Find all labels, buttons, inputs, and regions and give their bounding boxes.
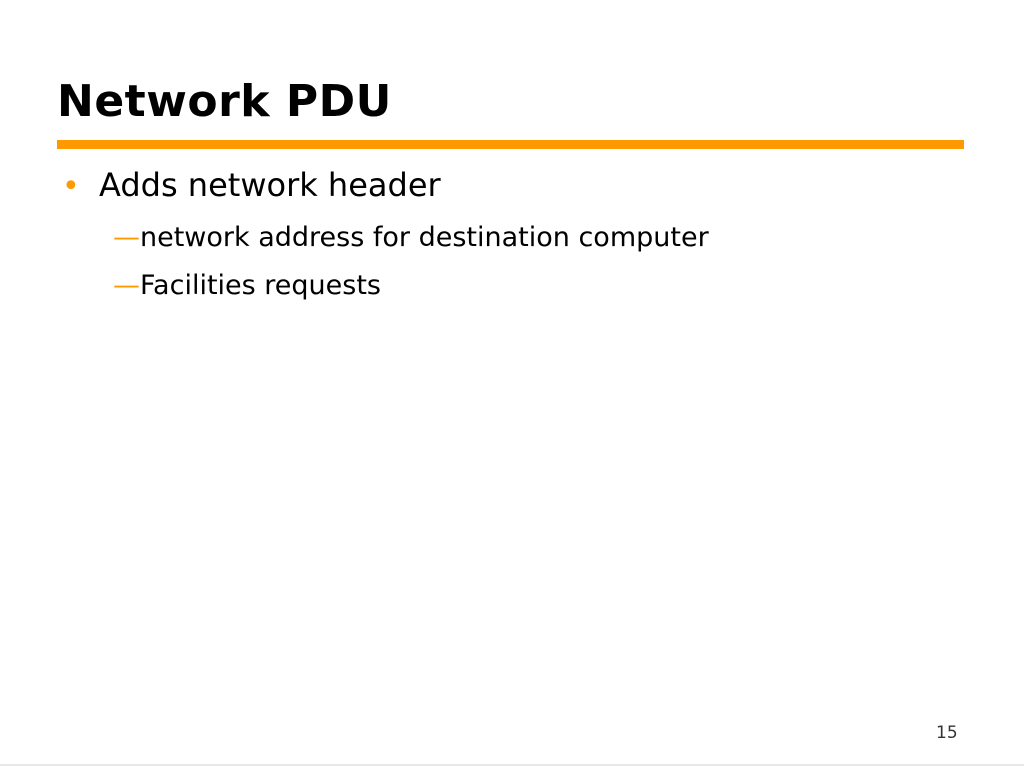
- page-number: 15: [936, 723, 958, 743]
- bullet-marker: •: [62, 169, 80, 204]
- sub-bullet-item: — Facilities requests: [113, 270, 381, 301]
- sub-bullet-text: Facilities requests: [140, 270, 381, 301]
- bullet-text: Adds network header: [99, 166, 441, 204]
- sub-bullet-marker: —: [113, 222, 140, 253]
- title-underline: [57, 140, 964, 149]
- sub-bullet-marker: —: [113, 270, 140, 301]
- bottom-divider: [0, 764, 1024, 766]
- sub-bullet-item: — network address for destination comput…: [113, 222, 709, 253]
- sub-bullet-text: network address for destination computer: [140, 222, 709, 253]
- slide-title: Network PDU: [57, 76, 392, 127]
- bullet-item: • Adds network header: [62, 166, 441, 204]
